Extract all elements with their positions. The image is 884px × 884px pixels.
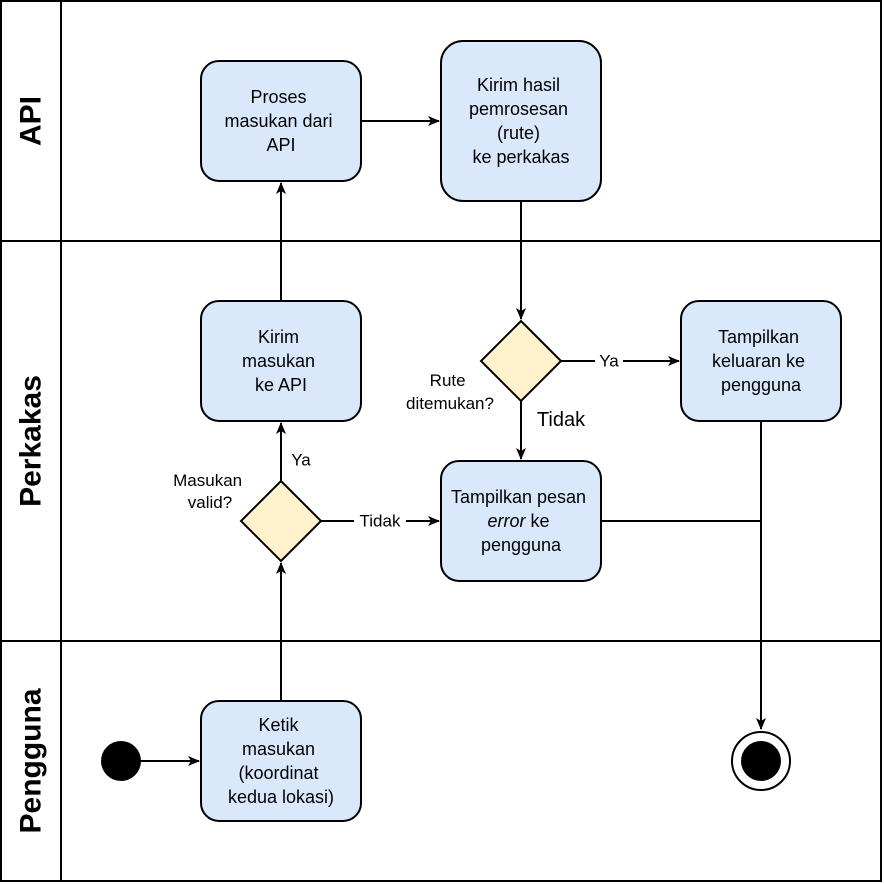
node-label-line: API xyxy=(266,135,295,155)
svg-text:Kirim hasil pemrosesan: Kirim hasil pemrosesan (rute) ke perkaka… xyxy=(469,75,573,167)
svg-text:Proses masukan dari: Proses masukan dari API xyxy=(224,87,337,155)
node-label-line: Kirim hasil xyxy=(477,75,560,95)
node-label-line: (rute) xyxy=(497,123,540,143)
edge-label-rute-tidak: Tidak xyxy=(537,409,586,431)
node-label-line: Ketik xyxy=(258,715,299,735)
lane-title-pengguna: Pengguna xyxy=(15,688,48,833)
node-label-line: masukan dari xyxy=(224,111,332,131)
edge-label-valid-ya: Ya xyxy=(291,451,311,470)
node-label-line: ke perkakas xyxy=(472,147,569,167)
edge-label-valid-tidak: Tidak xyxy=(360,512,401,531)
node-label-line: Tampilkan pesan xyxy=(451,487,586,507)
node-label-line: (koordinat xyxy=(238,763,318,783)
final-node-icon xyxy=(731,731,791,791)
edges xyxy=(141,116,766,766)
node-label-line: masukan xyxy=(242,739,315,759)
svg-text:Tampilkan keluaran ke: Tampilkan keluaran ke pengguna xyxy=(712,327,810,395)
svg-text:Kirim masukan ke A: Kirim masukan ke API xyxy=(242,327,320,395)
svg-text:Masukan valid?: Masukan valid? xyxy=(173,471,247,512)
svg-text:Rute ditemukan?: Rute ditemukan? xyxy=(406,371,494,413)
decision-label-line: ditemukan? xyxy=(406,394,494,413)
lane-title-api: API xyxy=(15,96,48,146)
edge-label-bg xyxy=(354,510,406,532)
activity-tampilkan-error: Tampilkan pesan error ke pengguna xyxy=(440,460,602,582)
lane-title-perkakas: Perkakas xyxy=(15,375,48,507)
svg-text:Tampilkan pesan error ke: Tampilkan pesan error ke pengguna xyxy=(451,487,591,555)
node-label-line: masukan xyxy=(242,351,315,371)
node-label-line: Tampilkan xyxy=(718,327,799,347)
activity-kirim-hasil: Kirim hasil pemrosesan (rute) ke perkaka… xyxy=(440,40,602,202)
activity-kirim-masukan: Kirim masukan ke API xyxy=(200,300,362,422)
node-label-line: ke API xyxy=(255,375,307,395)
node-label-line: pemrosesan xyxy=(469,99,568,119)
node-label-emphasis: error xyxy=(487,511,526,531)
decision-masukan-valid: Masukan valid? xyxy=(173,471,323,563)
decision-rute-ditemukan: Rute ditemukan? xyxy=(406,319,563,413)
edge-label-bg xyxy=(595,350,623,372)
decision-label-line: Rute xyxy=(430,371,466,390)
node-label-line: Proses xyxy=(250,87,306,107)
initial-node-icon xyxy=(101,741,141,781)
node-label-line: pengguna xyxy=(721,375,802,395)
node-label-line: keluaran ke xyxy=(712,351,805,371)
decision-label-line: valid? xyxy=(188,493,232,512)
decision-label-line: Masukan xyxy=(173,471,242,490)
node-label-line: ke xyxy=(525,511,549,531)
node-label-line: kedua lokasi) xyxy=(228,787,334,807)
edge-label-rute-ya: Ya xyxy=(599,352,619,371)
activity-proses-masukan: Proses masukan dari API xyxy=(200,60,362,182)
node-label-line: pengguna xyxy=(481,535,562,555)
activity-tampilkan-keluaran: Tampilkan keluaran ke pengguna xyxy=(680,300,842,422)
node-label-line: Kirim xyxy=(258,327,299,347)
svg-text:Ketik masukan (koo: Ketik masukan (koordinat kedua lokasi) xyxy=(228,715,334,807)
activity-ketik-masukan: Ketik masukan (koordinat kedua lokasi) xyxy=(200,700,362,822)
